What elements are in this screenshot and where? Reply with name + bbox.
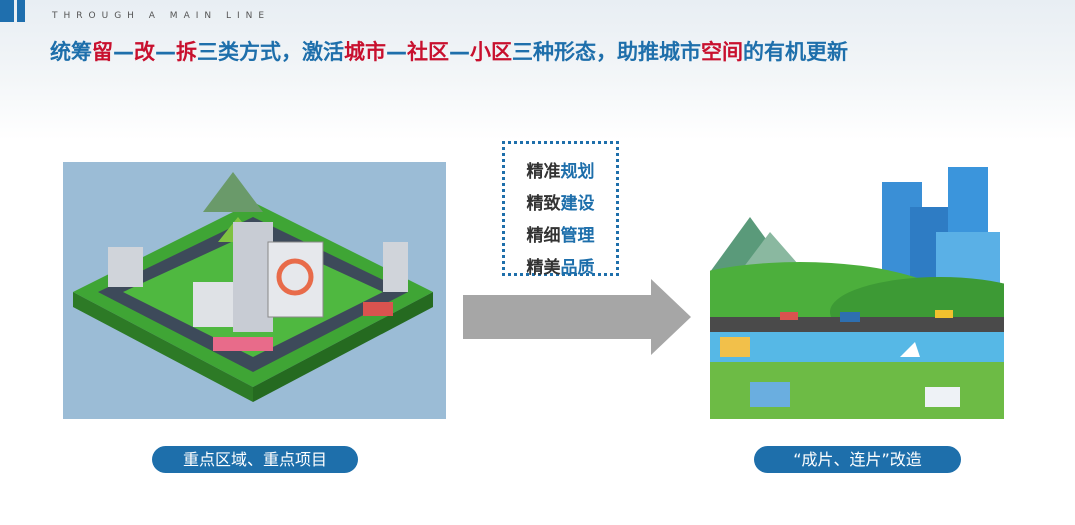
title-segment: 社区 [407, 40, 449, 64]
header-subtitle: THROUGH A MAIN LINE [52, 11, 271, 21]
title-segment: 统筹 [50, 40, 92, 64]
key-area-label: 重点区域、重点项目 [152, 446, 358, 473]
renovation-label: “成片、连片”改造 [754, 446, 961, 473]
title-segment: 城市 [344, 40, 386, 64]
title-segment: 三种形态，助推城市 [512, 40, 701, 64]
title-segment: 改 [134, 40, 155, 64]
principle-prefix: 精致 [526, 194, 561, 214]
principle-term: 管理 [560, 226, 595, 246]
title-segment: 留 [92, 40, 113, 64]
principle-prefix: 精美 [526, 258, 561, 278]
title-segment: 小区 [470, 40, 512, 64]
principle-item: 精致建设 [505, 188, 616, 220]
principle-term: 规划 [560, 162, 595, 182]
principles-box: 精准规划精致建设精细管理精美品质 [502, 141, 619, 278]
header-background [0, 0, 1075, 140]
title-segment: 空间 [701, 40, 743, 64]
brand-bar [17, 0, 25, 22]
title-segment: — [155, 40, 176, 64]
title-segment: 的有机更新 [743, 40, 848, 64]
brand-bar [0, 0, 14, 22]
page-title: 统筹留—改—拆三类方式，激活城市—社区—小区三种形态，助推城市空间的有机更新 [50, 36, 848, 66]
title-segment: — [449, 40, 470, 64]
principle-prefix: 精准 [526, 162, 561, 182]
title-segment: — [113, 40, 134, 64]
title-segment: 拆 [176, 40, 197, 64]
key-area-illustration [63, 162, 446, 419]
principle-item: 精细管理 [505, 220, 616, 252]
principle-item: 精准规划 [505, 156, 616, 188]
arrow-right-icon [463, 279, 691, 355]
principle-term: 建设 [560, 194, 595, 214]
renovation-illustration [640, 162, 1050, 419]
principle-item: 精美品质 [505, 252, 616, 284]
principle-term: 品质 [560, 258, 595, 278]
principle-prefix: 精细 [526, 226, 561, 246]
title-segment: — [386, 40, 407, 64]
title-segment: 三类方式，激活 [197, 40, 344, 64]
